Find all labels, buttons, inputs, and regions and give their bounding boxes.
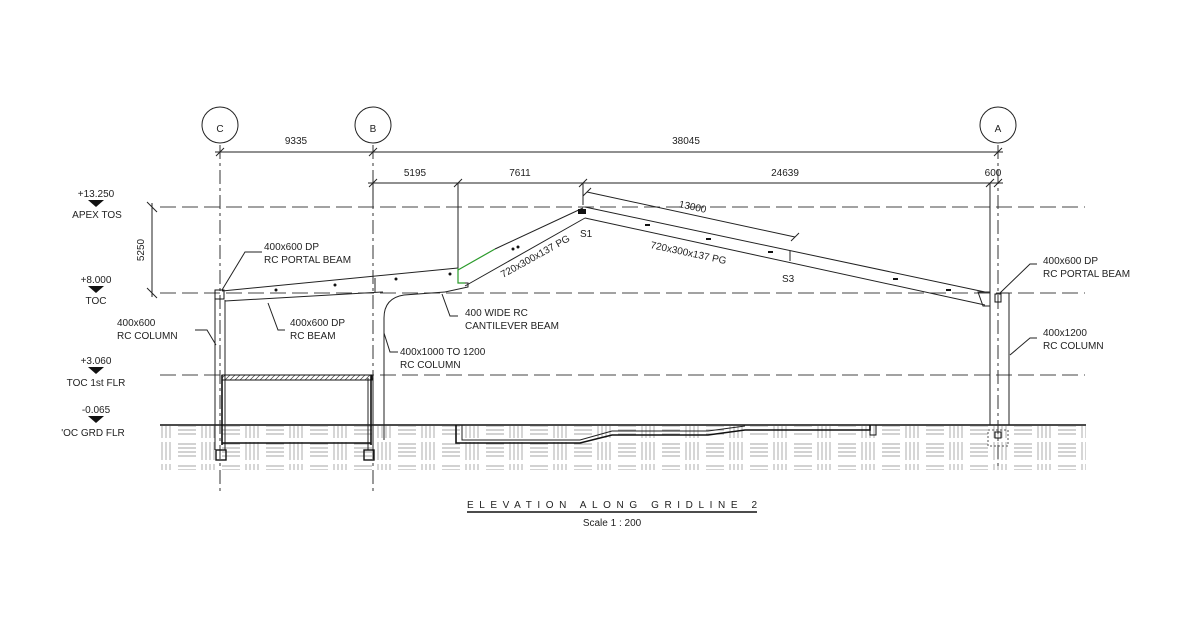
dimension-second: 5195 7611 24639 600 bbox=[368, 168, 1003, 295]
svg-text:5195: 5195 bbox=[404, 168, 427, 179]
svg-text:C: C bbox=[216, 124, 223, 135]
label-portal-beam-right: 400x600 DP RC PORTAL BEAM bbox=[1043, 256, 1130, 280]
svg-text:400x1200: 400x1200 bbox=[1043, 328, 1087, 339]
cantilever-beam bbox=[444, 248, 496, 293]
ground-hatch bbox=[160, 426, 1086, 470]
drawing-title: ELEVATION ALONG GRIDLINE 2 bbox=[467, 500, 757, 511]
svg-text:APEX TOS: APEX TOS bbox=[72, 210, 122, 221]
svg-text:+8.000: +8.000 bbox=[81, 275, 112, 286]
svg-text:400 WIDE RC: 400 WIDE RC bbox=[465, 308, 528, 319]
left-roof-beam bbox=[221, 267, 459, 302]
grid-bubble-a: A bbox=[979, 106, 1017, 144]
svg-text:600: 600 bbox=[985, 168, 1002, 179]
grid-bubble-b: B bbox=[354, 106, 392, 144]
label-splice-s1: S1 bbox=[580, 229, 593, 240]
svg-text:9335: 9335 bbox=[285, 136, 308, 147]
grid-bubble-c: C bbox=[201, 106, 239, 144]
dimension-sloped: 13000 bbox=[582, 187, 800, 242]
svg-text:RC BEAM: RC BEAM bbox=[290, 331, 336, 342]
svg-text:400x600 DP: 400x600 DP bbox=[264, 242, 319, 253]
svg-text:38045: 38045 bbox=[672, 136, 700, 147]
label-splice-s3: S3 bbox=[782, 274, 795, 285]
left-rafter bbox=[464, 207, 586, 287]
svg-text:5250: 5250 bbox=[136, 238, 147, 261]
svg-text:'OC GRD FLR: 'OC GRD FLR bbox=[61, 428, 125, 439]
first-floor-slab bbox=[221, 374, 373, 445]
svg-text:RC PORTAL BEAM: RC PORTAL BEAM bbox=[264, 255, 351, 266]
svg-text:7611: 7611 bbox=[509, 168, 531, 179]
svg-text:RC COLUMN: RC COLUMN bbox=[400, 360, 461, 371]
label-column-c: 400x600 RC COLUMN bbox=[117, 318, 178, 342]
label-column-b: 400x1000 TO 1200 RC COLUMN bbox=[400, 347, 486, 371]
label-column-a: 400x1200 RC COLUMN bbox=[1043, 328, 1104, 352]
grid-lines bbox=[219, 145, 999, 495]
svg-text:RC COLUMN: RC COLUMN bbox=[117, 331, 178, 342]
right-rafter bbox=[584, 206, 991, 307]
svg-text:+3.060: +3.060 bbox=[81, 356, 112, 367]
svg-text:B: B bbox=[370, 124, 377, 135]
svg-text:+13.250: +13.250 bbox=[78, 189, 115, 200]
svg-text:13000: 13000 bbox=[678, 199, 708, 216]
svg-text:RC COLUMN: RC COLUMN bbox=[1043, 341, 1104, 352]
svg-text:400x600: 400x600 bbox=[117, 318, 156, 329]
level-marker-apex: +13.250 APEX TOS bbox=[72, 189, 122, 221]
svg-text:TOC 1st FLR: TOC 1st FLR bbox=[67, 378, 126, 389]
svg-text:CANTILEVER BEAM: CANTILEVER BEAM bbox=[465, 321, 559, 332]
svg-text:400x600 DP: 400x600 DP bbox=[290, 318, 345, 329]
label-cantilever-beam: 400 WIDE RC CANTILEVER BEAM bbox=[465, 308, 559, 332]
column-a bbox=[987, 292, 1010, 447]
dimension-top: 9335 38045 bbox=[215, 136, 1003, 157]
drawing-scale: Scale 1 : 200 bbox=[583, 518, 642, 529]
column-b bbox=[363, 291, 446, 461]
svg-text:24639: 24639 bbox=[771, 168, 799, 179]
dimension-height: 5250 bbox=[136, 201, 158, 299]
label-rafter-right: 720x300x137 PG bbox=[649, 240, 727, 267]
svg-text:RC PORTAL BEAM: RC PORTAL BEAM bbox=[1043, 269, 1130, 280]
label-rc-beam: 400x600 DP RC BEAM bbox=[290, 318, 345, 342]
ground-slab bbox=[455, 424, 877, 444]
svg-text:400x1000 TO 1200: 400x1000 TO 1200 bbox=[400, 347, 486, 358]
svg-text:400x600 DP: 400x600 DP bbox=[1043, 256, 1098, 267]
leader-lines bbox=[195, 251, 1037, 356]
label-rafter-left: 720x300x137 PG bbox=[499, 233, 572, 280]
svg-text:A: A bbox=[995, 124, 1002, 135]
label-portal-beam-left: 400x600 DP RC PORTAL BEAM bbox=[264, 242, 351, 266]
level-marker-ground: -0.065 'OC GRD FLR bbox=[61, 405, 125, 439]
svg-text:TOC: TOC bbox=[86, 296, 107, 307]
level-marker-1st-floor: +3.060 TOC 1st FLR bbox=[67, 356, 126, 389]
level-marker-toc: +8.000 TOC bbox=[81, 275, 112, 307]
svg-text:-0.065: -0.065 bbox=[82, 405, 111, 416]
